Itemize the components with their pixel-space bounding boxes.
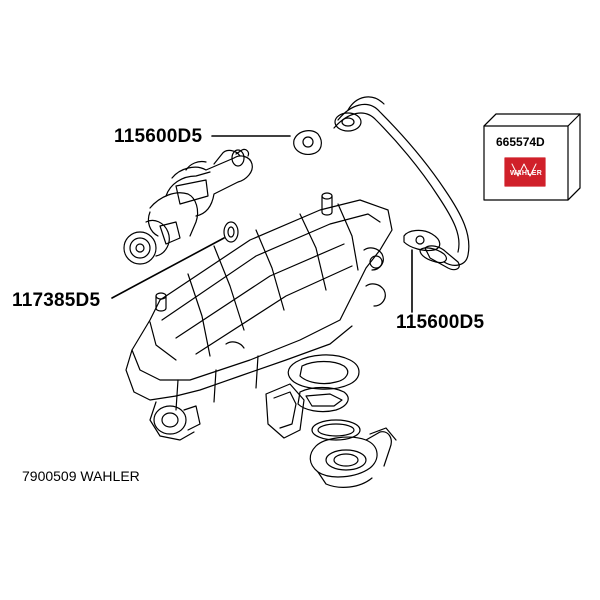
part-label-top-left: 115600D5 (114, 126, 203, 147)
gasket-top (293, 130, 322, 155)
wahler-logo: WAHLER (510, 170, 543, 177)
egr-valve (123, 148, 253, 265)
part-label-right: 115600D5 (396, 312, 485, 333)
gasket-left (223, 221, 239, 243)
box-part-number: 665574D (496, 135, 545, 149)
diagram-caption: 7900509 WAHLER (22, 468, 140, 484)
product-box (483, 113, 581, 201)
throttle-body (265, 354, 397, 488)
part-label-left: 117385D5 (12, 290, 101, 311)
intake-manifold (125, 192, 393, 441)
gasket-right (403, 229, 448, 264)
leader-lines (111, 135, 413, 313)
egr-pipe (333, 96, 470, 271)
